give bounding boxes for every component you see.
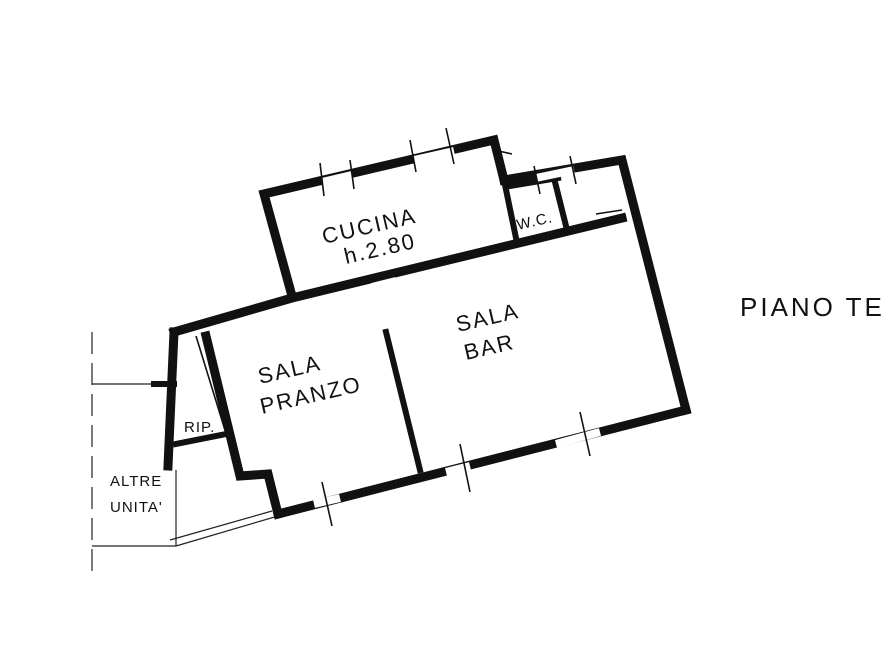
- storage-label: RIP.: [184, 419, 215, 436]
- window-openings: [313, 127, 623, 527]
- floor-title: PIANO TE: [740, 292, 885, 322]
- outer-walls: [151, 134, 692, 520]
- other-units-label-line2: UNITA': [110, 499, 163, 516]
- inner-partitions: [172, 174, 570, 474]
- other-units-label-line1: ALTRE: [110, 473, 162, 490]
- wc-label: W.C.: [515, 209, 554, 234]
- adjacent-units-boundary: [91, 332, 279, 572]
